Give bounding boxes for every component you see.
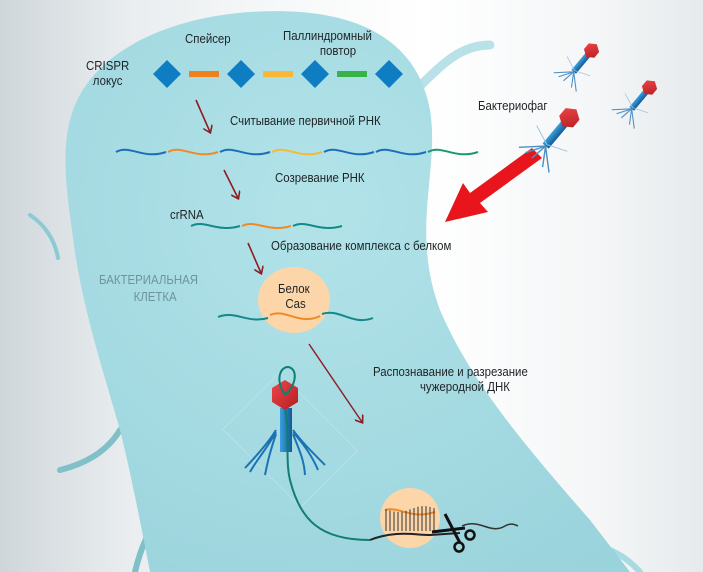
phage-leg	[628, 108, 633, 125]
step-arrow-3	[247, 242, 261, 273]
phage-leg	[525, 145, 546, 154]
spacer-label: Спейсер	[185, 31, 231, 46]
big-infection-arrow	[445, 148, 542, 222]
phage-leg	[573, 71, 577, 92]
step-transcription-label: Считывание первичной РНК	[230, 113, 381, 128]
bacteriophage-label: Бактериофаг	[478, 98, 548, 113]
phage-leg	[531, 145, 547, 159]
cas-protein-label: Белок Cas	[278, 281, 310, 311]
base-pairs	[385, 506, 435, 531]
bacterial-cell-line2: КЛЕТКА	[133, 289, 177, 304]
spacer-bar	[189, 71, 219, 77]
cas-guide-rna-right	[321, 311, 374, 321]
step-arrow-1	[195, 99, 210, 132]
crispr-locus	[153, 60, 403, 88]
recognition-line2: чужеродной ДНК	[419, 379, 510, 394]
repeat-diamond	[301, 60, 329, 88]
recognition-line1: Распознавание и разрезание	[373, 364, 528, 379]
phage-fiber	[632, 107, 649, 114]
crispr-locus-label-line1: CRISPR	[86, 58, 130, 73]
bacterial-cell-label: БАКТЕРИАЛЬНАЯ КЛЕТКА	[99, 271, 198, 305]
step-maturation-label: Созревание РНК	[275, 170, 365, 185]
bacterial-cell-line1: БАКТЕРИАЛЬНАЯ	[99, 272, 199, 287]
phage-fiber	[624, 93, 633, 108]
repeat-diamond	[227, 60, 255, 88]
crrna-segment	[190, 223, 241, 229]
crrna-strand	[190, 223, 343, 229]
cas-guide-rna-left	[217, 314, 269, 321]
primary-rna-segment	[271, 148, 323, 156]
phage-leg	[611, 108, 632, 111]
flagellum-left-1	[57, 427, 123, 473]
flagellum-left-top	[28, 213, 60, 260]
cas-guide-rna-middle	[269, 312, 321, 321]
step-arrow-4	[308, 343, 362, 422]
crispr-locus-label-line2: локус	[92, 73, 123, 88]
target-dna-strand	[369, 532, 461, 541]
scissors-icon	[431, 513, 476, 553]
primary-rna-segment	[323, 148, 375, 156]
primary-rna	[115, 148, 479, 156]
phage-leg	[570, 71, 575, 88]
phage-fiber	[546, 144, 568, 152]
phage-leg	[621, 108, 633, 119]
phage-fiber	[574, 70, 591, 77]
injecting-bacteriophage	[222, 365, 371, 541]
phage-leg	[553, 71, 574, 74]
palindromic-repeat-line2: повтор	[319, 43, 357, 58]
cas-protein-line2: Cas	[285, 296, 306, 311]
cas-protein-bubble	[258, 267, 330, 333]
phage-head	[583, 43, 600, 58]
phage-head	[641, 80, 658, 95]
bacterial-cell	[65, 11, 630, 572]
phage-leg	[616, 108, 632, 115]
phage-tail	[542, 120, 568, 149]
phage-leg	[563, 71, 575, 82]
bacteriophage	[518, 108, 580, 173]
cas-protein-line1: Белок	[278, 281, 310, 296]
step-complex-label: Образование комплекса с белком	[271, 238, 452, 253]
cut-dna-end	[461, 523, 519, 530]
phage-fiber	[536, 125, 548, 145]
repeat-diamond	[375, 60, 403, 88]
phage-leg	[544, 146, 550, 173]
repeat-diamond	[153, 60, 181, 88]
phage-head	[559, 108, 580, 128]
phage-fiber	[566, 56, 575, 71]
spacer-bar	[263, 71, 293, 77]
crispr-locus-label: CRISPR локус	[86, 58, 129, 88]
phage-leg	[558, 71, 574, 78]
crrna-segment	[292, 223, 343, 229]
primary-rna-segment	[427, 148, 479, 156]
step-recognition-label: Распознавание и разрезание чужеродной ДН…	[373, 364, 528, 394]
crrna-segment	[241, 223, 292, 229]
bacteriophage	[611, 80, 658, 129]
step-arrow-2	[223, 169, 238, 198]
phage-tail	[629, 89, 649, 111]
phage-tail	[571, 52, 591, 74]
phage-leg	[518, 145, 546, 148]
bacteriophage	[553, 43, 600, 92]
palindromic-repeat-line1: Паллиндромный	[283, 28, 372, 43]
phage-leg	[631, 108, 635, 129]
primary-rna-segment	[167, 148, 219, 156]
spacer-bar	[337, 71, 367, 77]
palindromic-repeat-label: Паллиндромный повтор	[283, 28, 372, 58]
primary-rna-segment	[375, 148, 427, 156]
crrna-label: crRNA	[170, 207, 204, 222]
primary-rna-segment	[219, 148, 271, 156]
primary-rna-segment	[115, 148, 167, 156]
phage-leg	[541, 146, 547, 168]
